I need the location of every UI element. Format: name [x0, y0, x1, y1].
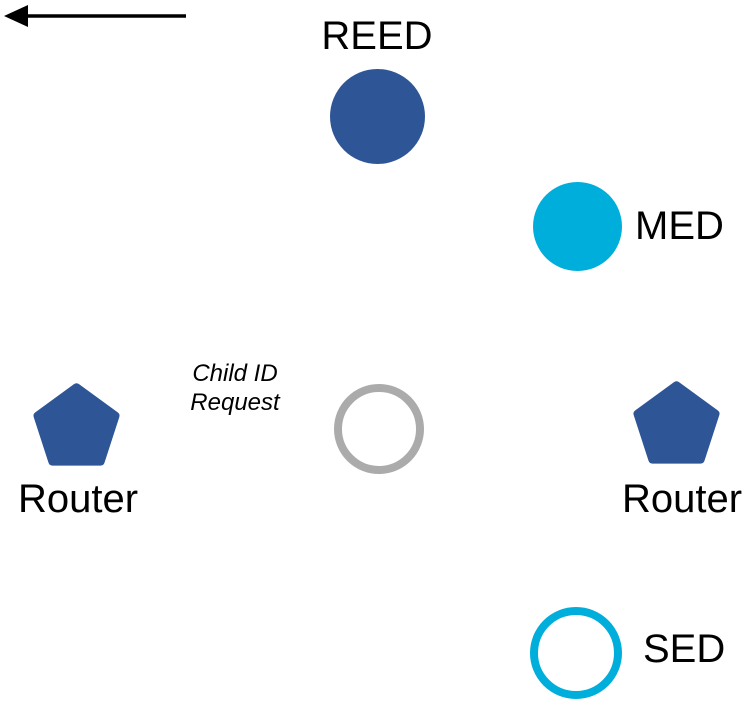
- sed-node-icon: [530, 607, 622, 699]
- med-node-icon: [533, 182, 622, 271]
- router-right-pentagon-icon: [633, 381, 720, 464]
- router-left-pentagon-icon: [33, 383, 120, 466]
- router-right-label: Router: [621, 477, 743, 521]
- child-id-request-line1: Child ID: [192, 360, 278, 387]
- reed-label: REED: [321, 14, 433, 58]
- med-label: MED: [635, 204, 724, 248]
- reed-node-icon: [330, 69, 425, 164]
- joining-device-icon: [334, 384, 424, 474]
- child-id-request-line2: Request: [190, 389, 280, 416]
- child-id-request-label: Child ID Request: [170, 359, 300, 417]
- router-left-label: Router: [17, 477, 139, 521]
- sed-label: SED: [643, 627, 726, 671]
- child-id-request-arrow: [4, 5, 186, 27]
